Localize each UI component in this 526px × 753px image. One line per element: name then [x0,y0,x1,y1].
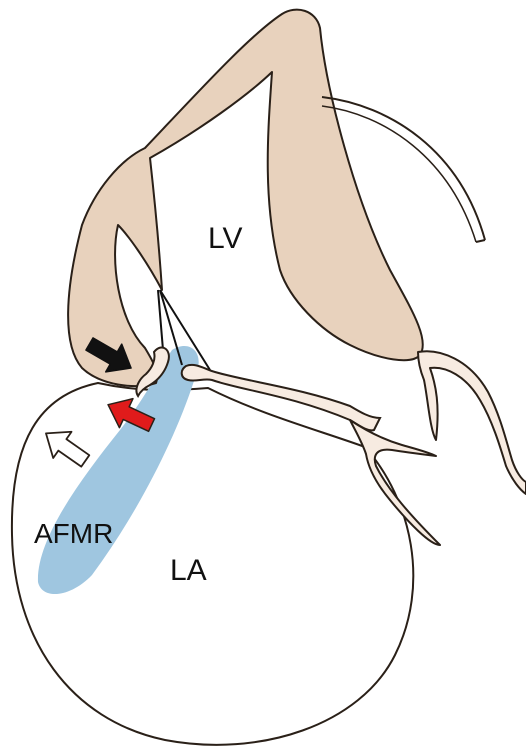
epicardial-cap [476,240,485,242]
label-afmr: AFMR [34,518,113,549]
label-la: LA [170,554,207,587]
lv-myocardium [68,10,423,386]
label-lv: LV [208,222,242,255]
av-groove-vessel-upper [418,351,526,494]
